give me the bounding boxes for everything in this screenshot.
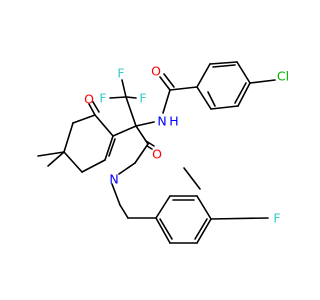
- atom-label-o-ketone: O: [84, 92, 94, 107]
- bond-line: [146, 145, 153, 150]
- bond-line: [88, 103, 96, 116]
- bond-line: [145, 140, 155, 147]
- bond-line: [155, 217, 171, 244]
- atom-label-f-aryl: F: [273, 211, 280, 226]
- bond-line: [236, 61, 251, 84]
- atom-label-cl: Cl: [277, 69, 289, 84]
- bond-line: [169, 86, 198, 91]
- bond-line: [196, 218, 212, 244]
- atom-label-o-amide: O: [151, 64, 161, 79]
- atom-label-n-ring: N: [109, 172, 118, 187]
- bond-line: [159, 76, 171, 91]
- bond-line: [196, 63, 211, 88]
- bond-line: [81, 159, 106, 173]
- bond-line: [159, 218, 173, 240]
- bond-line: [72, 114, 96, 124]
- bond-line: [163, 73, 175, 88]
- bond-line: [112, 125, 137, 137]
- bond-line: [125, 96, 137, 127]
- bond-line: [196, 86, 212, 110]
- bond-line: [47, 151, 65, 167]
- bond-line: [194, 218, 208, 240]
- bond-line: [237, 82, 251, 107]
- atom-label-h-amide: H: [169, 114, 178, 129]
- atom-label-f-cf3-a: F: [117, 66, 124, 81]
- bond-line: [111, 183, 121, 206]
- bond-line: [63, 122, 74, 153]
- bond-line: [63, 151, 83, 173]
- bond-line: [183, 167, 201, 190]
- bond-lines: [37, 61, 276, 244]
- molecule-structure: O N H Cl F F F O O N F: [37, 61, 289, 244]
- bond-line: [207, 91, 216, 107]
- atom-label-o-lactam: O: [152, 147, 162, 162]
- bond-line: [125, 96, 137, 99]
- atom-label-f-cf3-b: F: [139, 91, 146, 106]
- bond-line: [135, 121, 155, 127]
- bond-line: [196, 195, 212, 220]
- bond-line: [109, 96, 127, 99]
- bond-line: [162, 89, 171, 114]
- atom-label-f-cf3-c: F: [99, 91, 106, 106]
- bond-line: [234, 82, 247, 104]
- bond-line: [108, 138, 116, 157]
- bond-line: [92, 101, 100, 113]
- atom-label-n-amide: N: [157, 114, 166, 129]
- bond-line: [134, 143, 149, 164]
- bond-line: [210, 105, 239, 110]
- bond-line: [209, 61, 238, 65]
- bond-line: [37, 151, 65, 157]
- bond-line: [155, 195, 171, 219]
- bond-line: [212, 64, 236, 68]
- bond-line: [118, 162, 136, 175]
- bond-line: [121, 79, 127, 98]
- bond-line: [249, 79, 276, 84]
- bond-line: [94, 114, 114, 137]
- bond-line: [210, 217, 269, 220]
- bond-line: [119, 204, 129, 219]
- bond-line: [104, 135, 114, 161]
